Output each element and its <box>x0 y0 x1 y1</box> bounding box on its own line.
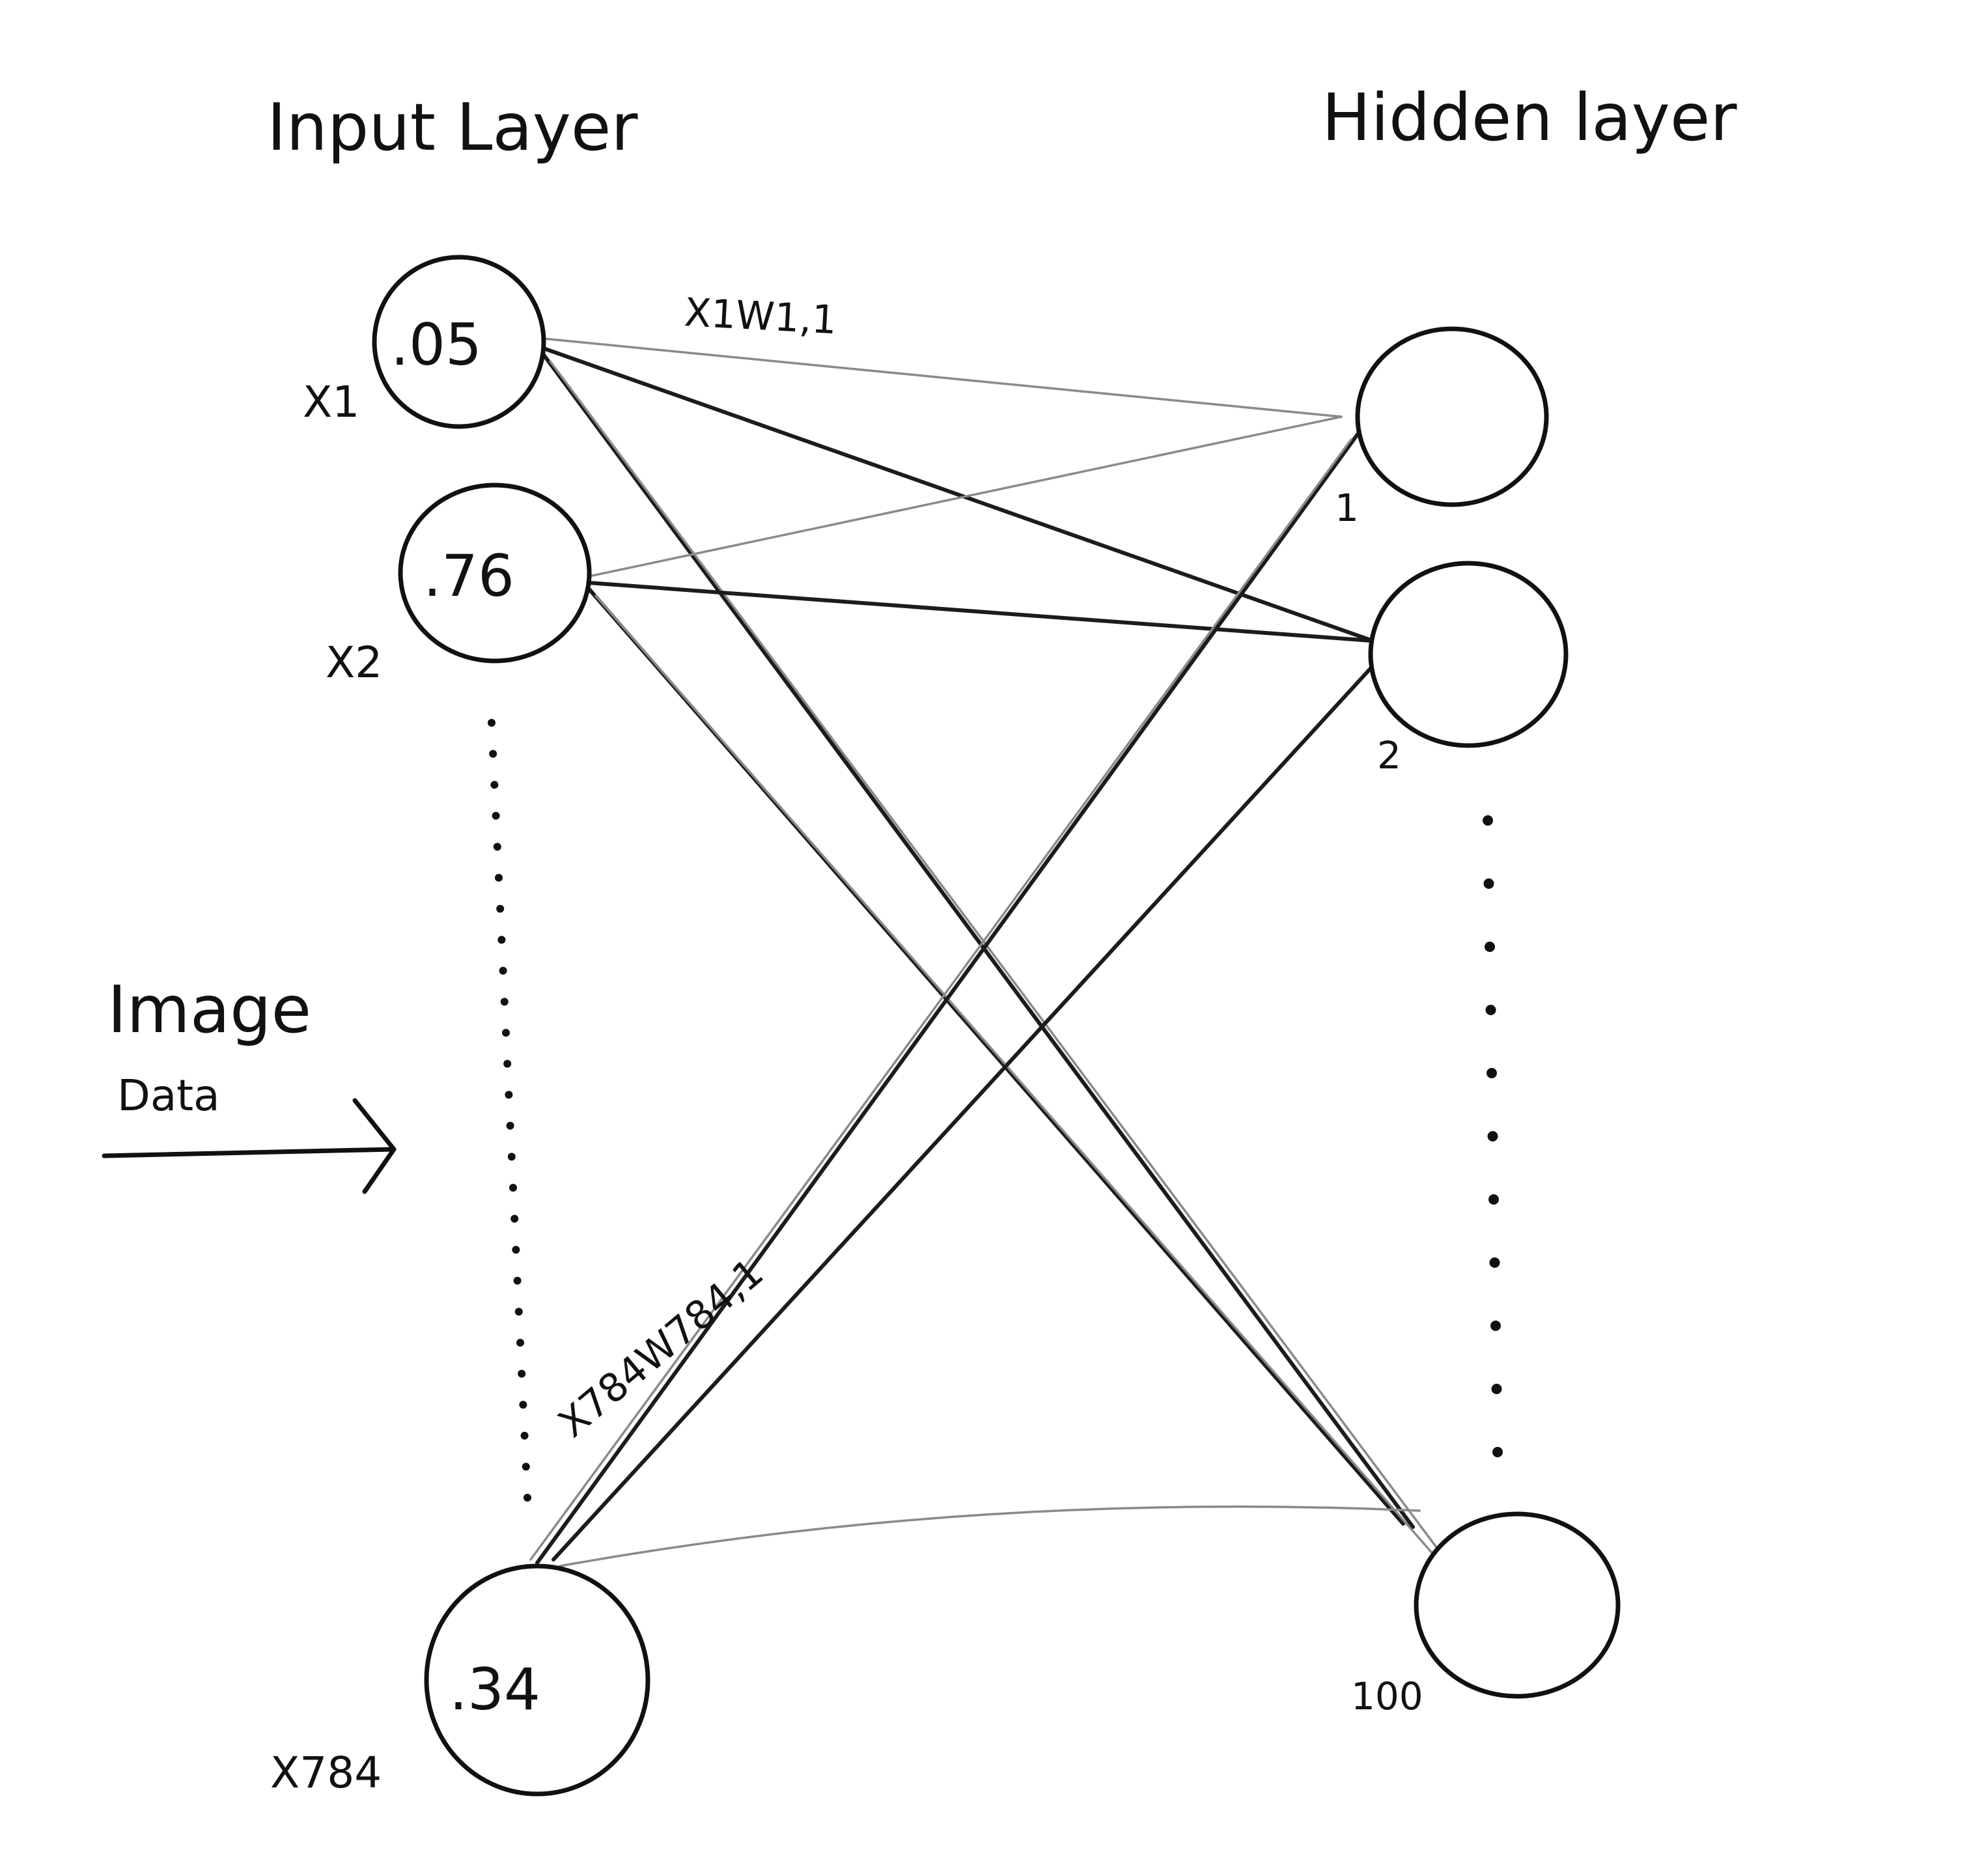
hidden-ellipsis-dots <box>1483 815 1503 1457</box>
input-ellipsis-dot <box>496 904 505 913</box>
hidden-layer-title: Hidden layer <box>1322 79 1737 156</box>
hidden-ellipsis-dot <box>1485 1005 1496 1015</box>
edge-x784-h1-b <box>529 438 1352 1561</box>
input-ellipsis-dot <box>506 1121 514 1130</box>
input-ellipsis-dot <box>500 998 509 1006</box>
input-ellipsis-dots <box>488 719 531 1502</box>
input-ellipsis-dot <box>503 1059 512 1068</box>
input-ellipsis-dot <box>513 1276 522 1285</box>
hidden-node-100 <box>1414 1511 1621 1699</box>
input-ellipsis-dot <box>519 1401 527 1409</box>
input-value-x2: .76 <box>423 542 514 609</box>
input-label-x784: X784 <box>270 1748 382 1798</box>
weight-label-bottom: X784W784,1 <box>550 1250 772 1446</box>
input-ellipsis-dot <box>522 1463 530 1471</box>
hidden-ellipsis-dot <box>1487 1131 1498 1141</box>
input-node-x2 <box>398 483 592 664</box>
input-ellipsis-dot <box>495 874 503 882</box>
hidden-ellipsis-dot <box>1492 1447 1503 1457</box>
input-ellipsis-dot <box>507 1153 516 1161</box>
input-node-x784 <box>424 1563 650 1797</box>
input-ellipsis-dot <box>514 1308 523 1316</box>
connections <box>529 337 1466 1587</box>
input-label-x2: X2 <box>326 637 382 688</box>
arrow-shaft <box>102 1147 397 1158</box>
hidden-layer <box>1355 326 1621 1699</box>
edge-x2-h100-b <box>594 595 1453 1577</box>
input-ellipsis-dot <box>516 1339 524 1347</box>
input-ellipsis-dot <box>509 1184 517 1192</box>
edge-x1-h100-b <box>549 360 1466 1587</box>
input-ellipsis-dot <box>497 936 506 944</box>
edge-x2-h1 <box>588 415 1343 578</box>
input-label-x1: X1 <box>303 377 359 427</box>
edge-x784-h2 <box>552 656 1382 1561</box>
input-ellipsis-dot <box>490 781 499 789</box>
hidden-node-1 <box>1355 326 1549 507</box>
edge-x2-h2 <box>587 581 1382 643</box>
hidden-label-100: 100 <box>1351 1674 1423 1718</box>
input-ellipsis-dot <box>512 1246 520 1254</box>
hidden-ellipsis-dot <box>1491 1384 1502 1394</box>
input-ellipsis-dot <box>492 811 500 820</box>
edge-x784-h100 <box>559 1505 1421 1567</box>
input-ellipsis-dot <box>510 1214 519 1223</box>
hidden-ellipsis-dot <box>1487 1068 1497 1078</box>
input-value-x1: .05 <box>391 311 482 378</box>
input-ellipsis-dot <box>493 843 501 851</box>
input-ellipsis-dot <box>505 1091 513 1099</box>
image-data-label-line2: Data <box>117 1071 220 1121</box>
edge-x1-h100 <box>542 353 1415 1529</box>
arrow-head <box>352 1098 397 1194</box>
input-layer-title: Input Layer <box>267 89 638 165</box>
hidden-label-2: 2 <box>1377 733 1401 777</box>
input-ellipsis-dot <box>502 1029 510 1037</box>
hidden-ellipsis-dot <box>1488 1194 1499 1205</box>
hidden-ellipsis-dot <box>1489 1257 1500 1268</box>
input-arrow <box>102 1098 397 1194</box>
hidden-ellipsis-dot <box>1485 942 1495 952</box>
input-ellipsis-dot <box>499 966 507 975</box>
input-ellipsis-dot <box>488 719 496 727</box>
input-ellipsis-dot <box>520 1431 529 1440</box>
input-ellipsis-dot <box>524 1494 531 1502</box>
image-data-label-line1: Image <box>107 972 311 1048</box>
input-node-x1 <box>372 255 546 429</box>
hidden-ellipsis-dot <box>1490 1321 1501 1331</box>
edge-x784-h1 <box>535 428 1363 1565</box>
input-ellipsis-dot <box>518 1369 526 1378</box>
hidden-label-1: 1 <box>1335 486 1359 530</box>
weight-label-top: X1W1,1 <box>683 290 837 343</box>
input-layer <box>372 255 650 1797</box>
edge-x1-h1 <box>542 337 1343 418</box>
hidden-ellipsis-dot <box>1483 815 1493 826</box>
input-value-x784: .34 <box>449 1656 540 1723</box>
hidden-ellipsis-dot <box>1483 878 1494 889</box>
input-ellipsis-dot <box>489 749 497 758</box>
hidden-node-2 <box>1368 561 1569 748</box>
